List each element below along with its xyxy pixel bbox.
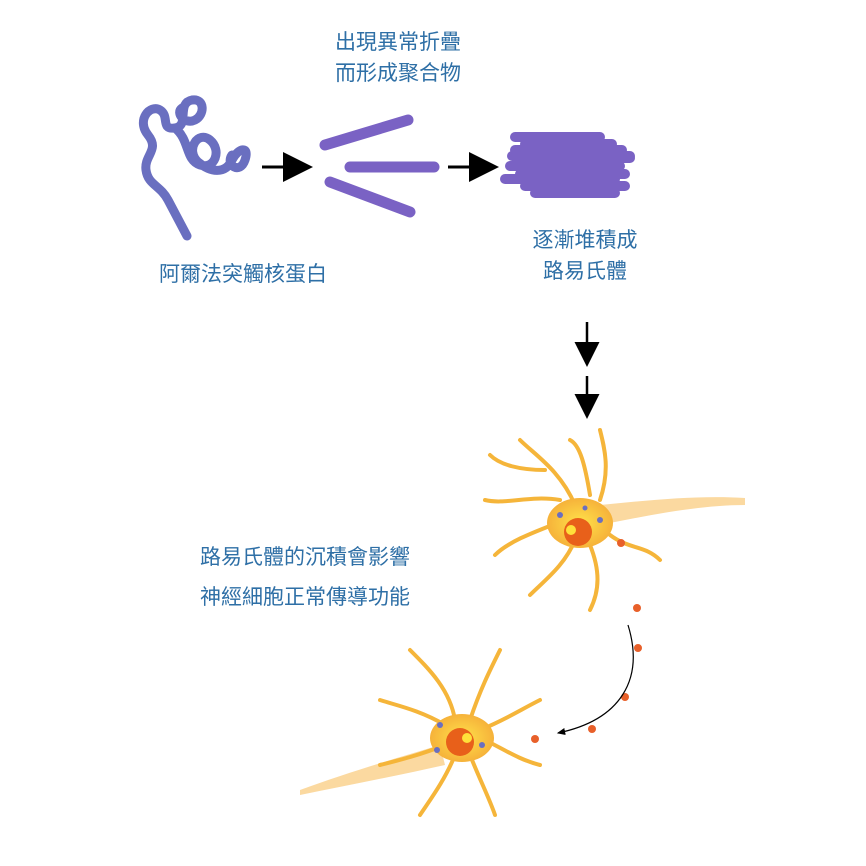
lewy-body-stack-icon [500, 132, 635, 198]
effect-label: 路易氏體的沉積會影響 神經細胞正常傳導功能 [180, 537, 430, 617]
misfold-line-2: 而形成聚合物 [335, 61, 461, 85]
misfold-label: 出現異常折疊 而形成聚合物 [318, 27, 478, 89]
protein-label: 阿爾法突觸核蛋白 [159, 262, 327, 286]
neuron-top-icon [483, 428, 745, 612]
accumulate-line-1: 逐漸堆積成 [532, 228, 638, 252]
alpha-synuclein-coil-icon [138, 95, 251, 241]
misfold-line-1: 出現異常折疊 [335, 30, 461, 54]
neuron-bottom-icon [300, 648, 542, 817]
accumulate-label: 逐漸堆積成 路易氏體 [520, 225, 650, 287]
effect-line-1: 路易氏體的沉積會影響 [200, 545, 410, 569]
effect-line-2: 神經細胞正常傳導功能 [200, 585, 410, 609]
aggregate-fibrils-icon [319, 114, 440, 218]
accumulate-line-2: 路易氏體 [543, 259, 627, 283]
curved-arrow-icon [556, 624, 634, 736]
signal-dots [531, 539, 642, 743]
